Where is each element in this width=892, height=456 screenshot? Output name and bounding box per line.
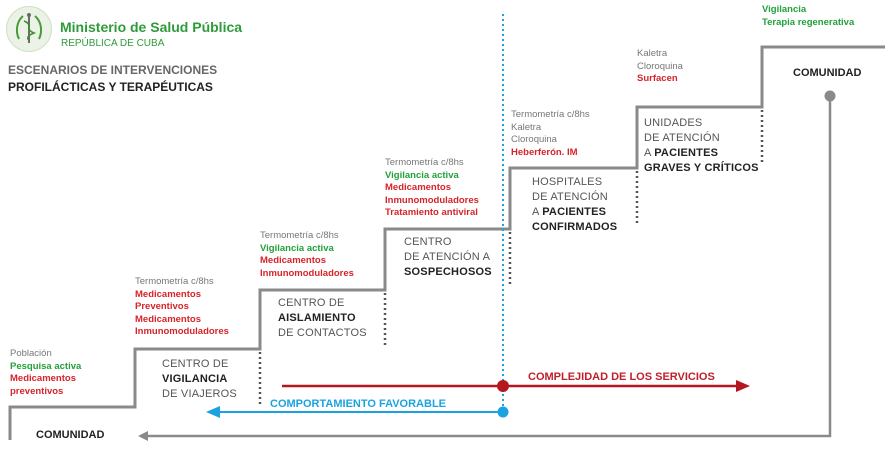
annotation-line: Cloroquina bbox=[637, 60, 683, 72]
annotation-line: Vigilancia activa bbox=[385, 169, 459, 181]
stage6-annotation: Vigilancia Terapia regenerativa bbox=[762, 4, 854, 29]
ministry-name: Ministerio de Salud Pública bbox=[60, 19, 243, 35]
complexity-arrow-label: COMPLEJIDAD DE LOS SERVICIOS bbox=[528, 371, 715, 383]
country-name: REPÚBLICA DE CUBA bbox=[61, 38, 165, 49]
annotation-line: Terapia regenerativa bbox=[762, 16, 855, 28]
annotation-line: Cloroquina bbox=[511, 134, 557, 145]
return-start-dot bbox=[824, 90, 836, 102]
stage3-label: CENTRO DE ATENCIÓN A SOSPECHOSOS bbox=[404, 235, 492, 280]
annotation-line: Kaletra bbox=[511, 121, 542, 133]
stage-label-line: VIGILANCIA bbox=[162, 373, 228, 385]
complexity-dot bbox=[497, 380, 509, 392]
stage-label-line: A bbox=[644, 147, 651, 159]
stage-label-line: CONFIRMADOS bbox=[532, 221, 618, 233]
title-line-1: ESCENARIOS DE INTERVENCIONES bbox=[8, 63, 218, 77]
annotation-line: Medicamentos bbox=[135, 313, 201, 325]
annotation-line: Medicamentos bbox=[135, 288, 201, 300]
annotation-line: Surfacen bbox=[637, 73, 678, 84]
annotation-line: Medicamentos bbox=[10, 373, 76, 384]
stage-label-line: DE ATENCIÓN bbox=[532, 191, 608, 203]
annotation-line: Heberferón. IM bbox=[511, 146, 578, 158]
stage0-label: COMUNIDAD bbox=[36, 429, 105, 441]
annotation-line: Tratamiento antiviral bbox=[385, 207, 478, 218]
annotation-line: Pesquisa activa bbox=[10, 360, 82, 372]
staircase-line bbox=[8, 45, 885, 440]
stage-label-line: UNIDADES bbox=[644, 117, 703, 129]
stage-label-line: DE ATENCIÓN A bbox=[404, 251, 491, 263]
stage-label-line: CENTRO bbox=[404, 236, 452, 248]
return-path bbox=[142, 96, 832, 438]
stage4-label: HOSPITALES DE ATENCIÓN A PACIENTES CONFI… bbox=[532, 175, 617, 235]
stage2-label: CENTRO DE AISLAMIENTO DE CONTACTOS bbox=[278, 296, 367, 341]
annotation-line: Vigilancia bbox=[762, 4, 807, 15]
stage6-label: COMUNIDAD bbox=[793, 67, 862, 79]
stage2-annotation: Termometría c/8hs Vigilancia activa Medi… bbox=[260, 230, 354, 280]
stage5-annotation: Kaletra Cloroquina Surfacen bbox=[637, 48, 683, 86]
annotation-line: Medicamentos bbox=[260, 255, 326, 266]
annotation-line: Kaletra bbox=[637, 48, 668, 59]
stage-label-line: AISLAMIENTO bbox=[278, 312, 356, 324]
annotation-line: Termometría c/8hs bbox=[260, 230, 339, 241]
caduceus-icon bbox=[15, 13, 43, 43]
ministry-logo bbox=[6, 6, 52, 52]
title-line-2: PROFILÁCTICAS Y TERAPÉUTICAS bbox=[8, 80, 213, 94]
stage-label-line: PACIENTES bbox=[654, 147, 719, 159]
stage-label-line: CENTRO DE bbox=[278, 297, 345, 309]
stage-label-line: DE ATENCIÓN bbox=[644, 132, 720, 144]
favorable-arrow-label: COMPORTAMIENTO FAVORABLE bbox=[270, 398, 446, 410]
annotation-line: Vigilancia activa bbox=[260, 242, 334, 254]
favorable-dot bbox=[497, 406, 509, 418]
stage-label-line: GRAVES Y CRÍTICOS bbox=[644, 162, 759, 174]
annotation-line: Termometría c/8hs bbox=[385, 157, 464, 168]
annotation-line: preventivos bbox=[10, 385, 64, 397]
stage-label-line: SOSPECHOSOS bbox=[404, 266, 492, 278]
annotation-line: Termometría c/8hs bbox=[511, 109, 590, 120]
annotation-line: Población bbox=[10, 348, 52, 359]
stage3-annotation: Termometría c/8hs Vigilancia activa Medi… bbox=[385, 157, 479, 220]
annotation-line: Termometría c/8hs bbox=[135, 276, 214, 287]
stage-label-line: DE VIAJEROS bbox=[162, 388, 237, 400]
stage4-annotation: Termometría c/8hs Kaletra Cloroquina Heb… bbox=[511, 109, 590, 159]
favorable-arrowhead bbox=[206, 406, 220, 418]
page-title: ESCENARIOS DE INTERVENCIONES PROFILÁCTIC… bbox=[8, 62, 217, 96]
stage-label-line: A bbox=[532, 206, 539, 218]
stage1-label: CENTRO DE VIGILANCIA DE VIAJEROS bbox=[162, 357, 237, 402]
annotation-line: Inmunomoduladores bbox=[385, 194, 479, 206]
stage1-annotation: Termometría c/8hs Medicamentos Preventiv… bbox=[135, 276, 229, 339]
stage5-label: UNIDADES DE ATENCIÓN A PACIENTES GRAVES … bbox=[644, 116, 759, 176]
stage-label-line: HOSPITALES bbox=[532, 176, 603, 188]
annotation-line: Preventivos bbox=[135, 301, 189, 312]
return-arrowhead bbox=[138, 431, 148, 441]
stage-label-line: PACIENTES bbox=[542, 206, 607, 218]
stage-label-line: CENTRO DE bbox=[162, 358, 229, 370]
annotation-line: Medicamentos bbox=[385, 182, 451, 193]
complexity-arrowhead bbox=[736, 380, 750, 392]
annotation-line: Inmunomoduladores bbox=[135, 326, 229, 337]
annotation-line: Inmunomoduladores bbox=[260, 267, 354, 279]
stage-label-line: DE CONTACTOS bbox=[278, 327, 367, 339]
stage0-annotation: Población Pesquisa activa Medicamentos p… bbox=[10, 348, 81, 398]
